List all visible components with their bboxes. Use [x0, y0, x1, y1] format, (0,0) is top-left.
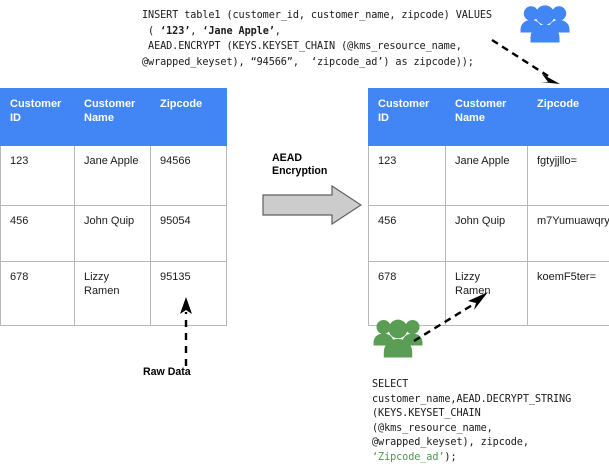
cell-customer-id: 123	[368, 145, 446, 206]
insert-sql-line-2-prefix: (	[142, 25, 161, 37]
select-sql-line-6-suffix: );	[444, 451, 457, 463]
table-row: 456 John Quip 95054	[0, 205, 227, 262]
insert-to-table-dashed-arrow-icon	[491, 38, 560, 84]
cell-customer-id: 123	[0, 145, 75, 206]
encryption-block-arrow-right-icon	[262, 185, 362, 225]
insert-sql-line-2-suffix: ,	[274, 25, 281, 37]
insert-sql-literal-zipcode-ad: ‘zipcode_ad’	[310, 56, 384, 68]
cell-customer-id: 456	[368, 205, 446, 262]
select-to-table-dashed-arrow-icon	[413, 292, 488, 343]
cell-customer-name: Lizzy Ramen	[74, 261, 151, 326]
writer-users-group-icon	[520, 5, 570, 43]
column-header-customer-id: Customer ID	[0, 88, 75, 146]
encrypted-customer-table: Customer ID Customer Name Zipcode 123 Ja…	[368, 88, 609, 326]
column-header-customer-id: Customer ID	[368, 88, 446, 146]
insert-sql-literal-customer-name: ‘Jane Apple’	[202, 25, 275, 37]
aead-label-line-2: Encryption	[272, 165, 328, 177]
select-sql-statement: SELECT customer_name,AEAD.DECRYPT_STRING…	[372, 378, 571, 466]
table-row: 678 Lizzy Ramen 95135	[0, 261, 227, 326]
insert-sql-statement: INSERT table1 (customer_id, customer_nam…	[142, 8, 492, 70]
cell-zipcode: m7Yumuawqry	[527, 205, 609, 262]
select-sql-literal-zipcode-ad: ‘Zipcode_ad’	[372, 451, 445, 463]
select-sql-line-4: (@kms_resource_name,	[372, 422, 493, 434]
insert-sql-line-4-prefix: @wrapped_keyset), “94566”,	[142, 56, 311, 68]
cell-customer-name: Jane Apple	[445, 145, 528, 206]
insert-sql-line-2-mid: ,	[190, 25, 203, 37]
cell-customer-id: 678	[0, 261, 75, 326]
select-sql-line-2: customer_name,AEAD.DECRYPT_STRING	[372, 393, 572, 405]
insert-sql-literal-customer-id: ‘123’	[160, 25, 191, 37]
select-sql-line-5: @wrapped_keyset), zipcode,	[372, 437, 529, 449]
select-sql-line-1: SELECT	[372, 379, 409, 390]
select-sql-line-3: (KEYS.KEYSET_CHAIN	[372, 408, 481, 420]
column-header-customer-name: Customer Name	[74, 88, 151, 146]
cell-customer-name: John Quip	[74, 205, 151, 262]
raw-data-dashed-arrow-up-icon	[180, 297, 192, 366]
insert-sql-line-1: INSERT table1 (customer_id, customer_nam…	[142, 10, 492, 21]
table-row: 123 Jane Apple 94566	[0, 145, 227, 206]
cell-customer-name: Jane Apple	[74, 145, 151, 206]
cell-customer-name: John Quip	[445, 205, 528, 262]
raw-customer-table: Customer ID Customer Name Zipcode 123 Ja…	[0, 88, 227, 326]
column-header-zipcode: Zipcode	[527, 88, 609, 146]
insert-sql-line-3: AEAD.ENCRYPT (KEYS.KEYSET_CHAIN (@kms_re…	[142, 41, 462, 52]
aead-label-line-1: AEAD	[272, 152, 303, 164]
cell-zipcode: 95054	[150, 205, 227, 262]
reader-users-group-icon	[373, 319, 423, 358]
cell-zipcode: koemF5ter=	[527, 261, 609, 326]
table-header-row: Customer ID Customer Name Zipcode	[368, 88, 609, 146]
cell-zipcode: 95135	[150, 261, 227, 326]
table-row: 456 John Quip m7Yumuawqry	[368, 205, 609, 262]
column-header-zipcode: Zipcode	[150, 88, 227, 146]
table-row: 123 Jane Apple fgtyjjllo=	[368, 145, 609, 206]
raw-data-label: Raw Data	[143, 366, 191, 378]
cell-zipcode: 94566	[150, 145, 227, 206]
column-header-customer-name: Customer Name	[445, 88, 528, 146]
insert-sql-line-4-suffix: ) as zipcode));	[383, 56, 474, 68]
cell-zipcode: fgtyjjllo=	[527, 145, 609, 206]
cell-customer-id: 456	[0, 205, 75, 262]
table-header-row: Customer ID Customer Name Zipcode	[0, 88, 227, 146]
aead-encryption-label: AEAD Encryption	[272, 152, 327, 178]
